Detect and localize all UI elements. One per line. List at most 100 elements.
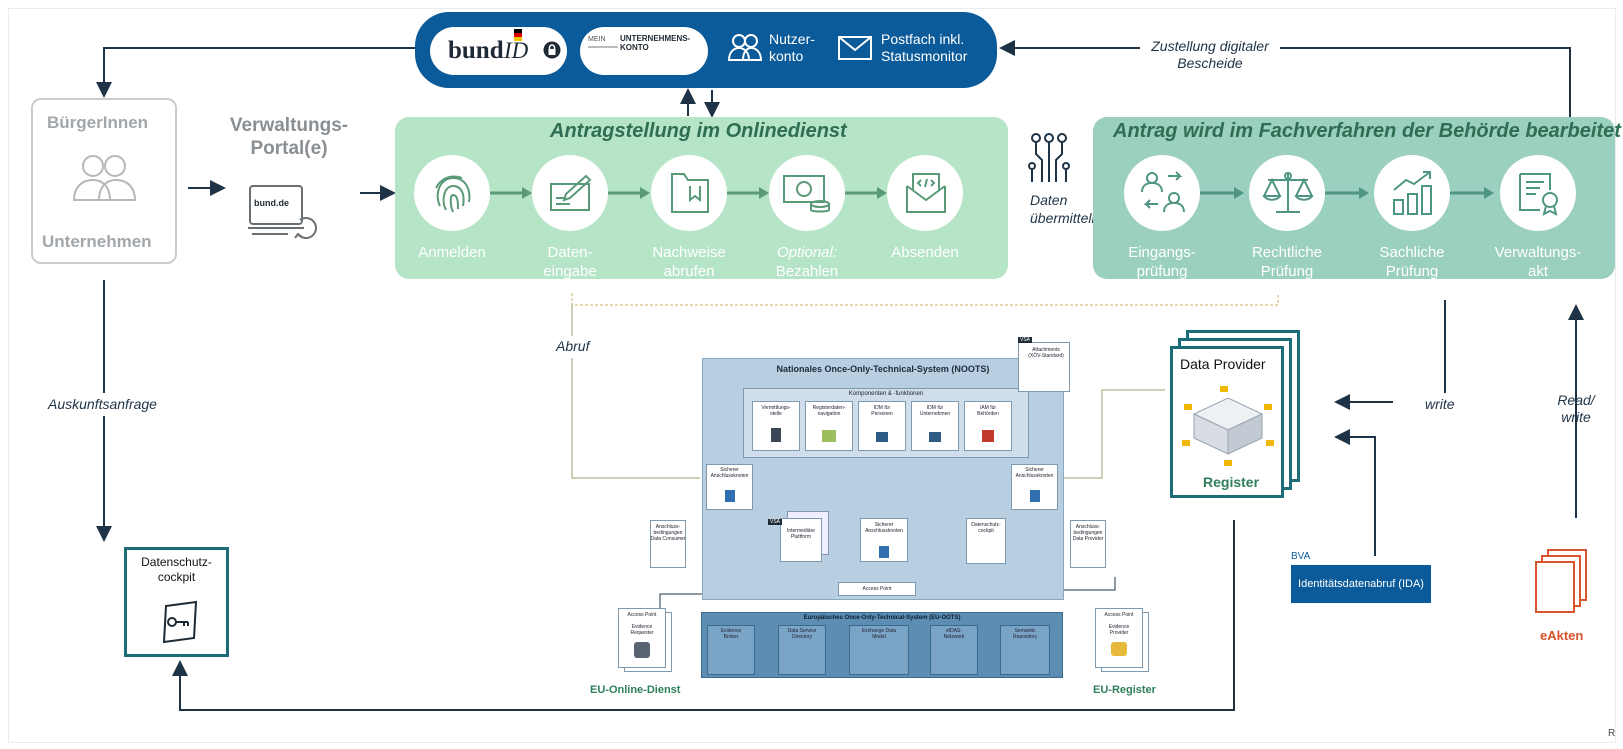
form-pen-icon: [550, 174, 592, 211]
datenschutz-cockpit[interactable]: [124, 547, 229, 657]
eu-oots-title: Europäisches Once-Only-Technical-System …: [803, 615, 961, 621]
component-vermittlungsstelle[interactable]: [752, 401, 800, 451]
abruf-label: Abruf: [556, 338, 590, 354]
eu-requester-label: Evidence Requester: [630, 624, 654, 636]
provider-glyph: [1111, 642, 1127, 656]
datenschutz-cockpit-mini[interactable]: [966, 518, 1006, 564]
component-idm-personen[interactable]: [858, 401, 906, 451]
bva-ida-box[interactable]: Identitätsdatenabruf (IDA): [1291, 565, 1431, 603]
step-absenden[interactable]: [887, 155, 963, 231]
eu-provider-ap: Access Point: [1104, 612, 1134, 618]
money-icon: [783, 175, 830, 213]
step-bezahlen[interactable]: [769, 155, 845, 231]
register-label: Register: [1203, 474, 1260, 490]
component-registerdatennavigation[interactable]: [805, 401, 853, 451]
envelope-code-icon: [906, 173, 946, 213]
attachments-vsa-tag: VSA: [1018, 337, 1033, 343]
eu-item-data-service[interactable]: [778, 625, 826, 675]
portal-title: Verwaltungs- Portal(e): [229, 115, 349, 159]
eu-item-eidas[interactable]: [930, 625, 978, 675]
eu-item-evidence-broker[interactable]: [707, 625, 755, 675]
step-eingangspruefung[interactable]: [1124, 155, 1200, 231]
eu-item-exchange-model[interactable]: [849, 625, 909, 675]
provider-conditions-label: Anschluss- bedingungen Data Provider: [1072, 524, 1104, 542]
eu-online-label: EU-Online-Dienst: [590, 684, 681, 696]
data-provider-title: Data Provider: [1180, 356, 1266, 372]
attachments-box[interactable]: [1018, 342, 1070, 392]
unternehmenskonto-logo[interactable]: [580, 27, 708, 75]
auskunft-label: Auskunftsanfrage: [48, 396, 157, 412]
eu-provider-card[interactable]: [1095, 608, 1143, 668]
intermediary-platform[interactable]: [780, 518, 822, 562]
consumer-conditions-label: Anschluss- bedingungen Data Consumer: [650, 524, 686, 542]
portal-logo: bund.de: [254, 198, 289, 208]
access-point-noots-label: Access Point: [862, 586, 892, 592]
lock-glyph-right: [1030, 490, 1040, 502]
unk-mein-label: MEIN: [588, 36, 606, 43]
nutzerkonto-label[interactable]: Nutzer- konto: [769, 31, 815, 64]
envelope-icon: [838, 36, 872, 60]
component-label-4: IAM für Behörden: [977, 405, 999, 417]
component-iam-behoerden[interactable]: [964, 401, 1012, 451]
eu-item-semantic-repo[interactable]: [1000, 625, 1050, 675]
circuit-icon: [1028, 133, 1070, 182]
vsa-tag: VSA: [768, 519, 783, 525]
component-label-3: IDM für Unternehmen: [919, 405, 951, 417]
eingangspruefung-label: Eingangs- prüfung: [1128, 244, 1196, 280]
lock-glyph-left: [725, 490, 735, 502]
citizens-icon: [72, 155, 137, 201]
flag-stripe-icon: [514, 29, 522, 41]
corner-mark: R: [1608, 728, 1616, 739]
component-label-1: Registerdaten- navigation: [812, 405, 846, 417]
attachments-label: Attachments (XÖV-Standard): [1028, 347, 1064, 359]
postfach-label[interactable]: Postfach inkl. Statusmonitor: [881, 31, 968, 64]
secure-node-left-label: Sicherer Anschlussknoten: [710, 467, 749, 479]
band-chevron: [1007, 117, 1023, 279]
datenschutz-mini-label: Datenschutz- cockpit: [971, 522, 1001, 534]
zustellung-label: Zustellung digitaler Bescheide: [1151, 38, 1269, 71]
eu-register-label: EU-Register: [1093, 684, 1156, 696]
datenschutz-title: Datenschutz- cockpit: [141, 555, 212, 584]
bar-chart-icon: [1393, 171, 1432, 215]
consumer-conditions-doc[interactable]: [650, 520, 686, 568]
building-icon: [1182, 386, 1274, 466]
unk-label: UNTERNEHMENS- KONTO: [620, 34, 691, 52]
person-glyph: [876, 432, 888, 442]
eu-item-label-3: eIDAS- Netzwerk: [943, 628, 965, 640]
scales-icon: [1262, 172, 1314, 213]
map-glyph: [822, 430, 836, 442]
unk-rule: [588, 46, 618, 48]
online-band-title: Antragstellung im Onlinedienst: [550, 120, 847, 142]
secure-node-center-label: Sicherer Anschlussknoten: [865, 522, 903, 534]
portal-laptop-icon: [248, 185, 317, 239]
eu-item-label-4: Semantic Repository: [1013, 628, 1037, 640]
step-bezahlen-label: Bezahlen: [775, 263, 839, 280]
authority-glyph: [982, 430, 994, 442]
step-nachweise-label: Nachweise abrufen: [652, 244, 726, 280]
step-anmelden[interactable]: [414, 155, 490, 231]
eu-requester-card[interactable]: [618, 608, 666, 668]
requester-glyph: [634, 642, 650, 658]
step-bezahlen-optional: Optional:: [776, 244, 838, 261]
component-label-2: IDM für Personen: [871, 405, 893, 417]
component-idm-unternehmen[interactable]: [911, 401, 959, 451]
key-card-icon: [162, 600, 198, 644]
lock-glyph-center: [879, 546, 889, 558]
provider-conditions-doc[interactable]: [1070, 520, 1106, 568]
companies-label: Unternehmen: [42, 232, 152, 251]
secure-node-left[interactable]: [706, 464, 753, 510]
access-point-noots[interactable]: [838, 582, 916, 596]
citizens-label: BürgerInnen: [47, 113, 149, 132]
citizens-box: [31, 98, 177, 264]
read-write-label: Read/ write: [1557, 392, 1595, 425]
secure-node-right[interactable]: [1011, 464, 1058, 510]
step-arrows: [490, 187, 887, 199]
step-verwaltungsakt[interactable]: [1500, 155, 1576, 231]
company-glyph: [929, 432, 941, 442]
people-icon: [727, 34, 763, 61]
certificate-icon: [1519, 173, 1558, 216]
bva-tag: BVA: [1291, 551, 1311, 562]
secure-node-right-label: Sicherer Anschlussknoten: [1015, 467, 1054, 479]
sachliche-pruefung-label: Sachliche Prüfung: [1379, 244, 1445, 280]
step-dateneingabe[interactable]: [532, 155, 608, 231]
